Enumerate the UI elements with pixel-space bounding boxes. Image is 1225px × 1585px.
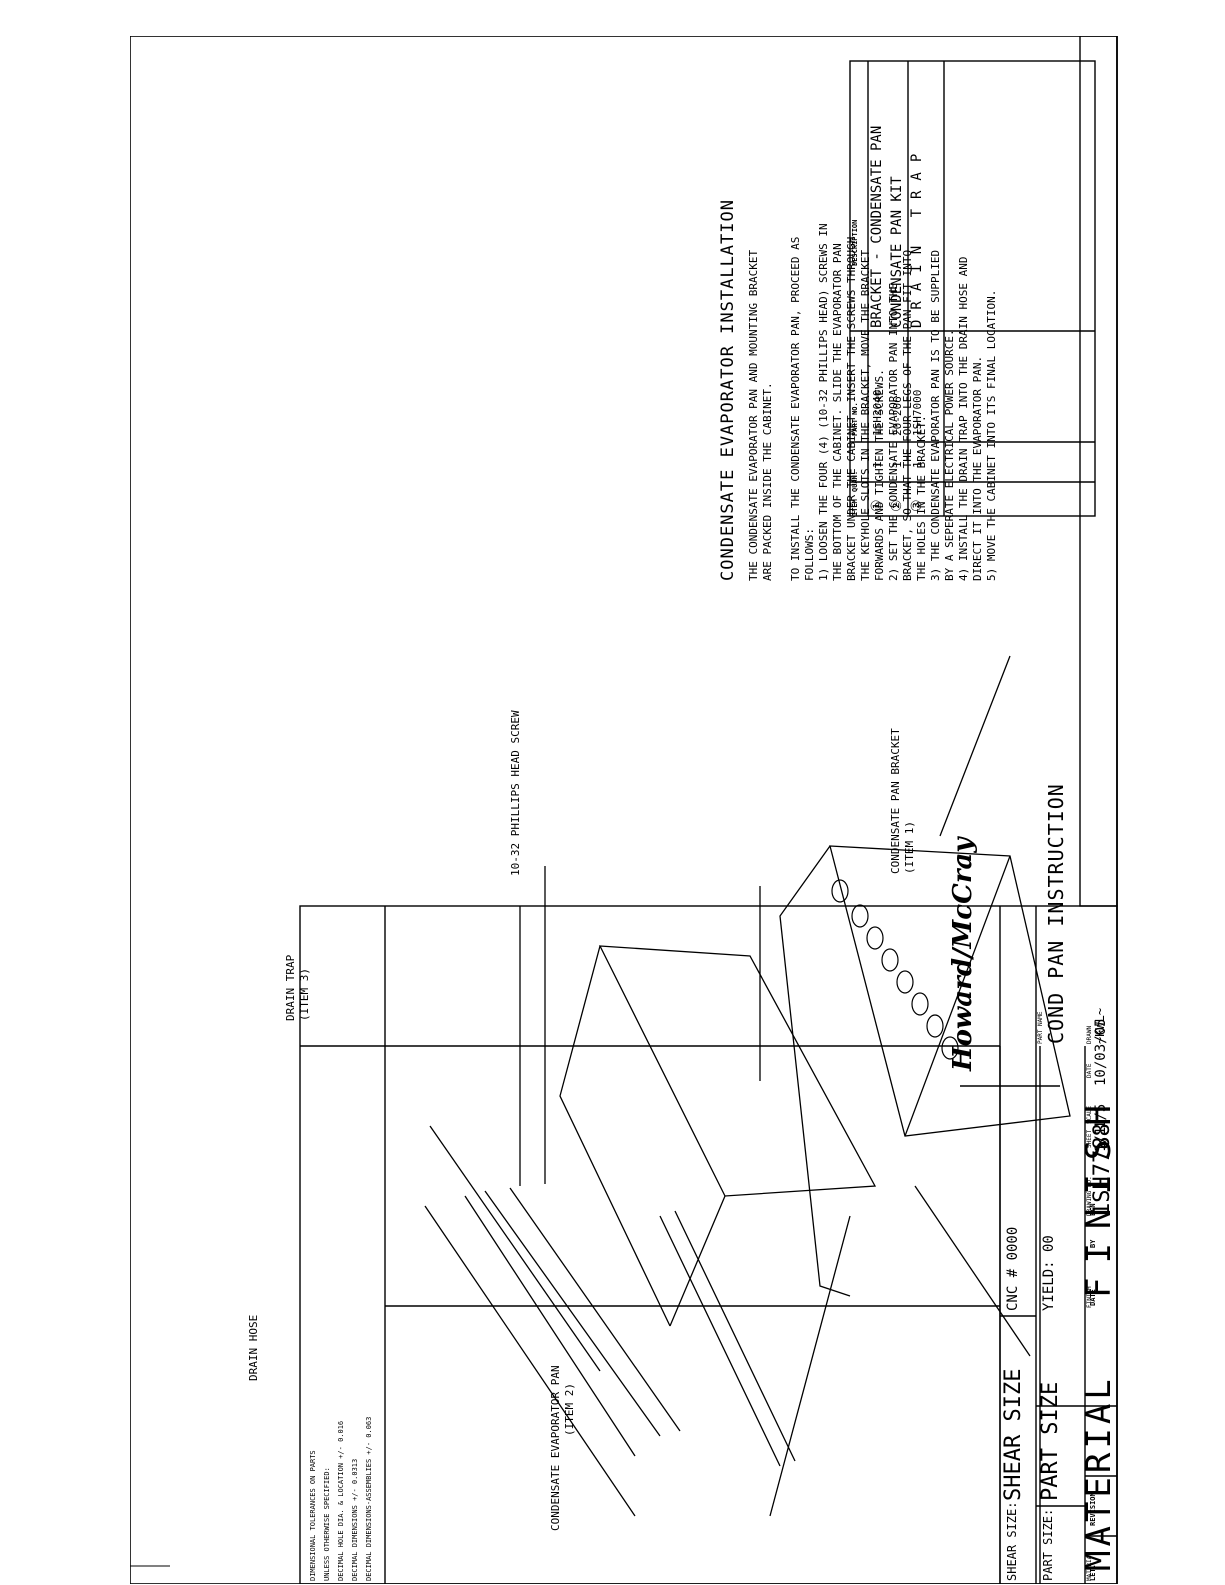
parts-row1-description: BRACKET - CONDENSATE PAN [869,125,885,328]
instruction-line: TO INSTALL THE CONDENSATE EVAPORATOR PAN… [789,236,802,581]
yield: YIELD: 00 [1041,1235,1057,1311]
callout-screw: 10-32 PHILLIPS HEAD SCREW [509,710,522,876]
instruction-line: THE KEYHOLE SLOTS IN THE BRACKET, MOVE T… [859,249,872,581]
instruction-line: DIRECT IT INTO THE EVAPORATOR PAN. [971,355,984,581]
parts-table-lines [849,60,1096,517]
part-name: COND PAN INSTRUCTION [1044,783,1068,1044]
instruction-line: THE CONDENSATE EVAPORATOR PAN AND MOUNTI… [747,249,760,581]
revision-ecn: ECN [1089,1203,1097,1216]
assembly-illustration [424,655,1071,1517]
shear-size-label: SHEAR SIZE: [1005,1501,1019,1581]
tolerance-line: UNLESS OTHERWISE SPECIFIED: [323,1467,331,1581]
tolerance-line: DECIMAL DIMENSIONS +/- 0.0313 [351,1458,359,1581]
part-size-label: PART SIZE: [1041,1508,1055,1581]
callout-pan-item: (ITEM 2) [563,1383,576,1436]
tolerance-line: DECIMAL DIMENSIONS-ASSEMBLIES +/- 0.063 [365,1416,373,1581]
callout-hose: DRAIN HOSE [247,1314,260,1381]
instruction-line: 1) LOOSEN THE FOUR (4) (10-32 PHILLIPS H… [817,223,830,581]
callout-trap: DRAIN TRAP [284,954,297,1021]
drawing-sheet: ITEM QUAN. PART NO. DESCRIPTION ① 1 1SH2… [130,36,1220,1584]
callout-trap-item: (ITEM 3) [298,968,311,1021]
title-block-lines [299,905,1118,1584]
instruction-line: FORWARDS AND TIGHTEN THE SCREWS. [873,369,886,581]
tolerance-line: DIMENSIONAL TOLERANCES ON PARTS [309,1450,317,1581]
drawing-linework [130,36,1118,1584]
finish-value: FINISH [1079,1091,1119,1298]
revision-block-lines [1079,36,1118,907]
instruction-line: 4) INSTALL THE DRAIN TRAP INTO THE DRAIN… [957,256,970,581]
callout-bracket: CONDENSATE PAN BRACKET [889,728,902,874]
callout-bracket-item: (ITEM 1) [903,821,916,874]
instruction-line: 3) THE CONDENSATE EVAPORATOR PAN IS TO B… [929,249,942,581]
shear-size: SHEAR SIZE [1001,1368,1026,1501]
part-size: PART SIZE [1038,1381,1063,1501]
instruction-line: BRACKET UNDER THE CABINET. INSERT THE SC… [845,236,858,581]
instructions-title: CONDENSATE EVAPORATOR INSTALLATION [718,199,738,581]
date-value: 10/03/05 [1093,1018,1109,1086]
company-logo: Howard/McCray [948,837,978,1071]
instruction-line: 5) MOVE THE CABINET INTO ITS FINAL LOCAT… [985,289,998,581]
material-value: MATERIAL [1079,1375,1119,1571]
instruction-line: BRACKET, SO THAT THE FOUR LEGS OF THE PA… [901,249,914,581]
revision-header: REVISION [1089,1492,1097,1526]
revision-date: DATE [1089,1289,1097,1306]
revision-by: BY [1089,1239,1097,1248]
tolerance-line: DECIMAL HOLE DIA. & LOCATION +/- 0.016 [337,1420,345,1581]
cnc: CNC # 0000 [1005,1226,1021,1311]
instruction-line: ARE PACKED INSIDE THE CABINET. [761,382,774,581]
instruction-line: THE BOTTOM OF THE CABINET. SLIDE THE EVA… [831,243,844,581]
bracket-holes [831,879,959,1060]
instruction-line: 2) SET THE CONDENSATE EVAPORATOR PAN INT… [887,282,900,581]
revision-let: LET. [1089,1564,1097,1581]
instruction-line: BY A SEPERATE ELECTRICAL POWER SOURCE. [943,329,956,581]
instruction-line: FOLLOWS: [803,528,816,581]
instruction-line: THE HOLES IN THE BRACKET. [915,415,928,581]
callout-pan: CONDENSATE EVAPORATOR PAN [549,1365,562,1531]
